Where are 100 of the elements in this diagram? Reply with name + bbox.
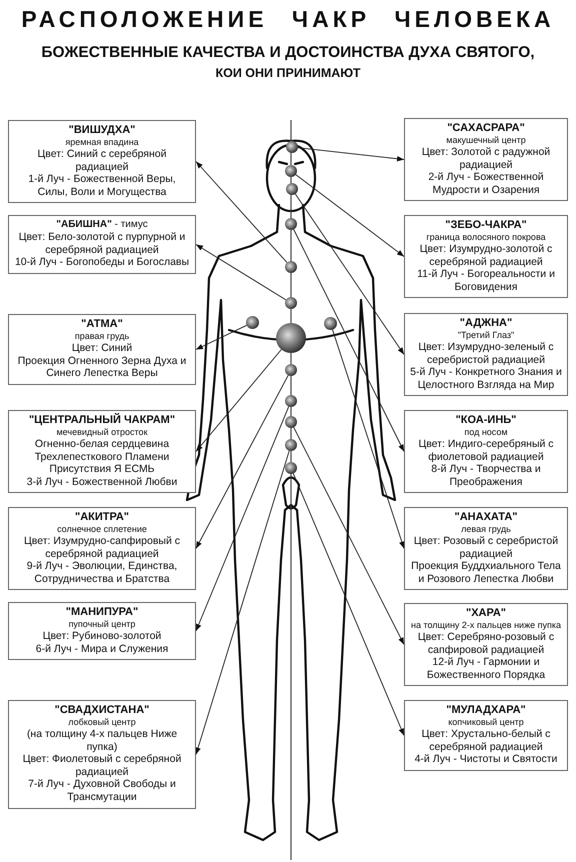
chakra-description: 11-й Луч - Богореальности и Боговидения (416, 268, 556, 294)
chakra-description: (на толщину 4-х пальцев Ниже пупка) (26, 728, 178, 754)
chakra-description: 4-й Луч - Чистоты и Святости (414, 753, 558, 766)
chakra-description: Проекция Огненного Зерна Духа и Синего Лепестка Веры (16, 354, 188, 380)
chakra-location: копчиковый центр (447, 717, 525, 728)
arrow (295, 174, 404, 257)
chakra-card (404, 410, 568, 494)
chakra-description: 1-й Луч - Божественной Веры, Силы, Воли и Могущества (27, 173, 177, 198)
chakra-description: 3-й Луч - Божественной Любви (26, 476, 178, 488)
chakra-name: "АНАХАТА" (454, 511, 518, 524)
arrow (196, 406, 290, 632)
chakra-dot (285, 218, 297, 230)
chakra-dot (285, 462, 297, 474)
chakra-name: "ВИШУДХА" (68, 124, 136, 138)
chakra-dot (286, 141, 298, 153)
arrow (196, 161, 288, 263)
chakra-location: лобковый центр (67, 717, 137, 728)
chakra-description: 12-й Луч - Гармонии и Божественного Порядка (426, 656, 546, 682)
chakra-location: пупочный центр (68, 619, 136, 630)
chakra-card (404, 215, 568, 298)
chakra-name: "МУЛАДХАРА" (445, 704, 527, 718)
arrow (196, 244, 286, 300)
chakra-description: 2-й Луч - Божественной Мудрости и Озарения (427, 171, 545, 196)
chakra-description: 9-й Луч - Эволюции, Единства, Сотрудничества и Братства (26, 560, 178, 586)
arrow (196, 374, 289, 549)
chakra-dot (285, 439, 297, 451)
arrow (292, 473, 404, 736)
chakra-card (8, 120, 196, 204)
chakra-location: макушечный центр (445, 135, 527, 146)
arrow (196, 324, 248, 350)
chakra-description: Цвет: Бело-золотой с пурпурной и серебряной радиацией (18, 231, 186, 256)
arrow (293, 228, 404, 452)
chakra-card (8, 507, 196, 590)
chakra-location: правая грудь (74, 331, 130, 342)
chakra-location: солнечное сплетение (56, 524, 148, 535)
chakra-dot (285, 297, 297, 309)
chakra-description: 7-й Луч - Духовной Свободы и Трансмутации (27, 778, 177, 804)
chakra-card (8, 700, 196, 809)
arrow (298, 147, 404, 162)
chakra-location: на толщину 2-х пальцев ниже пупка (410, 620, 562, 631)
chakra-card (404, 118, 568, 202)
chakra-location: яремная впадина (64, 137, 140, 148)
chakra-name: "АДЖНА" (458, 317, 514, 330)
chakra-description: 6-й Луч - Мира и Служения (34, 642, 170, 656)
chakra-description: Цвет: Хрустально-белый с серебряной радиацией (420, 728, 552, 754)
chakra-card (8, 410, 196, 494)
chakra-description: Цвет: Индиго-серебряный с фиолетовой радиацией (417, 438, 555, 464)
chakra-name: "АБИШНА" - тимус (55, 219, 149, 231)
arrow (332, 329, 404, 549)
chakra-card (8, 215, 196, 274)
arrow (196, 349, 282, 452)
subtitle: КОИ ОНИ ПРИНИМАЮТ (214, 66, 362, 80)
chakra-name: "МАНИПУРА" (64, 606, 140, 620)
chakra-card (404, 313, 568, 396)
chakra-card (8, 314, 196, 385)
chakra-name: "СВАДХИСТАНА" (54, 704, 150, 718)
chakra-description: Огненно-белая сердцевина Трехлепесткового Пламени Присутствия Я ЕСМЬ (34, 438, 170, 476)
chakra-name: "КОА-ИНЬ" (454, 414, 518, 428)
chakra-dot (285, 261, 297, 273)
chakra-name: "ЗЕБО-ЧАКРА" (444, 219, 528, 232)
chakra-dot (285, 416, 297, 428)
chakra-description: Цвет: Фиолетовый с серебряной радиацией (22, 753, 182, 778)
chakra-dot (246, 316, 258, 328)
chakra-dot (324, 316, 336, 330)
chakra-dot (285, 395, 297, 407)
chakra-dot (276, 323, 306, 353)
chakra-name: "ХАРА" (464, 607, 508, 620)
chakra-description: Цвет: Серебряно-розовый с сапфировой радиацией (416, 630, 556, 656)
chakra-description: Цвет: Рубиново-золотой (42, 630, 162, 643)
chakra-name: "АТМА" (80, 318, 124, 332)
chakra-location: левая грудь (460, 524, 512, 535)
chakra-location: "Третий Глаз" (456, 330, 516, 341)
title: РАСПОЛОЖЕНИЕ ЧАКР ЧЕЛОВЕКА (20, 6, 556, 33)
chakra-name: "АКИТРА" (74, 511, 130, 524)
subtitle: БОЖЕСТВЕННЫЕ КАЧЕСТВА И ДОСТОИНСТВА ДУХА СВЯТОГО, (40, 44, 536, 62)
arrow (294, 194, 404, 355)
chakra-name: "САХАСРАРА" (446, 122, 526, 136)
chakra-dot (286, 183, 298, 195)
chakra-card (8, 602, 196, 660)
chakra-card (404, 507, 568, 590)
chakra-dot (285, 165, 297, 177)
chakra-description: Цвет: Изумрудно-зеленый с серебристой радиацией (417, 340, 555, 366)
chakra-description: 8-й Луч - Творчества и Преображения (430, 463, 542, 488)
chakra-description: Цвет: Изумрудно-золотой с серебряной радиацией (418, 242, 554, 268)
chakra-name: "ЦЕНТРАЛЬНЫЙ ЧАКРАМ" (28, 414, 176, 428)
chakra-description: Цвет: Изумрудно-сапфировый с серебряной радиацией (23, 534, 181, 560)
chakra-description: 10-й Луч - Богопобеды и Богославы (14, 256, 190, 269)
arrow (195, 450, 290, 755)
chakra-description: Цвет: Синий с серебряной радиацией (36, 148, 168, 174)
chakra-dot (285, 364, 297, 376)
chakra-description: Проекция Буддхиального Тела и Розового Лепестка Любви (410, 560, 562, 586)
chakra-card (404, 700, 568, 771)
chakra-description: Цвет: Розовый с серебристой радиацией (412, 534, 560, 560)
chakra-location: мечевидный отросток (55, 427, 149, 438)
chakra-location: граница волосяного покрова (425, 232, 547, 243)
arrow (293, 426, 404, 645)
chakra-location: под носом (463, 427, 509, 438)
chakra-description: Цвет: Синий (70, 342, 134, 355)
chakra-description: Цвет: Золотой с радужной радиацией (420, 146, 552, 172)
chakra-description: 5-й Луч - Конкретного Знания и Целостного Взгляда на Мир (409, 366, 563, 392)
